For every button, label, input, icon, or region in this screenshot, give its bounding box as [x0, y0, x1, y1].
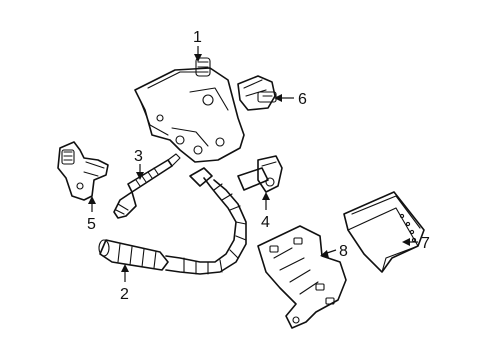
callout-1: 1: [193, 29, 202, 46]
ignition-coil[interactable]: [134, 57, 245, 163]
mounting-bracket[interactable]: [257, 225, 347, 329]
leader-lines: [88, 46, 418, 282]
callout-4: 4: [261, 214, 270, 231]
callout-5: 5: [87, 216, 96, 233]
callout-3: 3: [134, 148, 143, 165]
engine-control-module[interactable]: [343, 191, 425, 273]
crankshaft-sensor[interactable]: [237, 155, 283, 193]
spark-plug[interactable]: [113, 153, 181, 219]
knock-sensor[interactable]: [237, 75, 277, 111]
callout-8: 8: [339, 243, 348, 260]
callout-6: 6: [298, 91, 307, 108]
camshaft-sensor[interactable]: [57, 141, 109, 201]
ignition-wire[interactable]: [98, 167, 247, 275]
callout-2: 2: [120, 286, 129, 303]
callout-7: 7: [421, 235, 430, 252]
